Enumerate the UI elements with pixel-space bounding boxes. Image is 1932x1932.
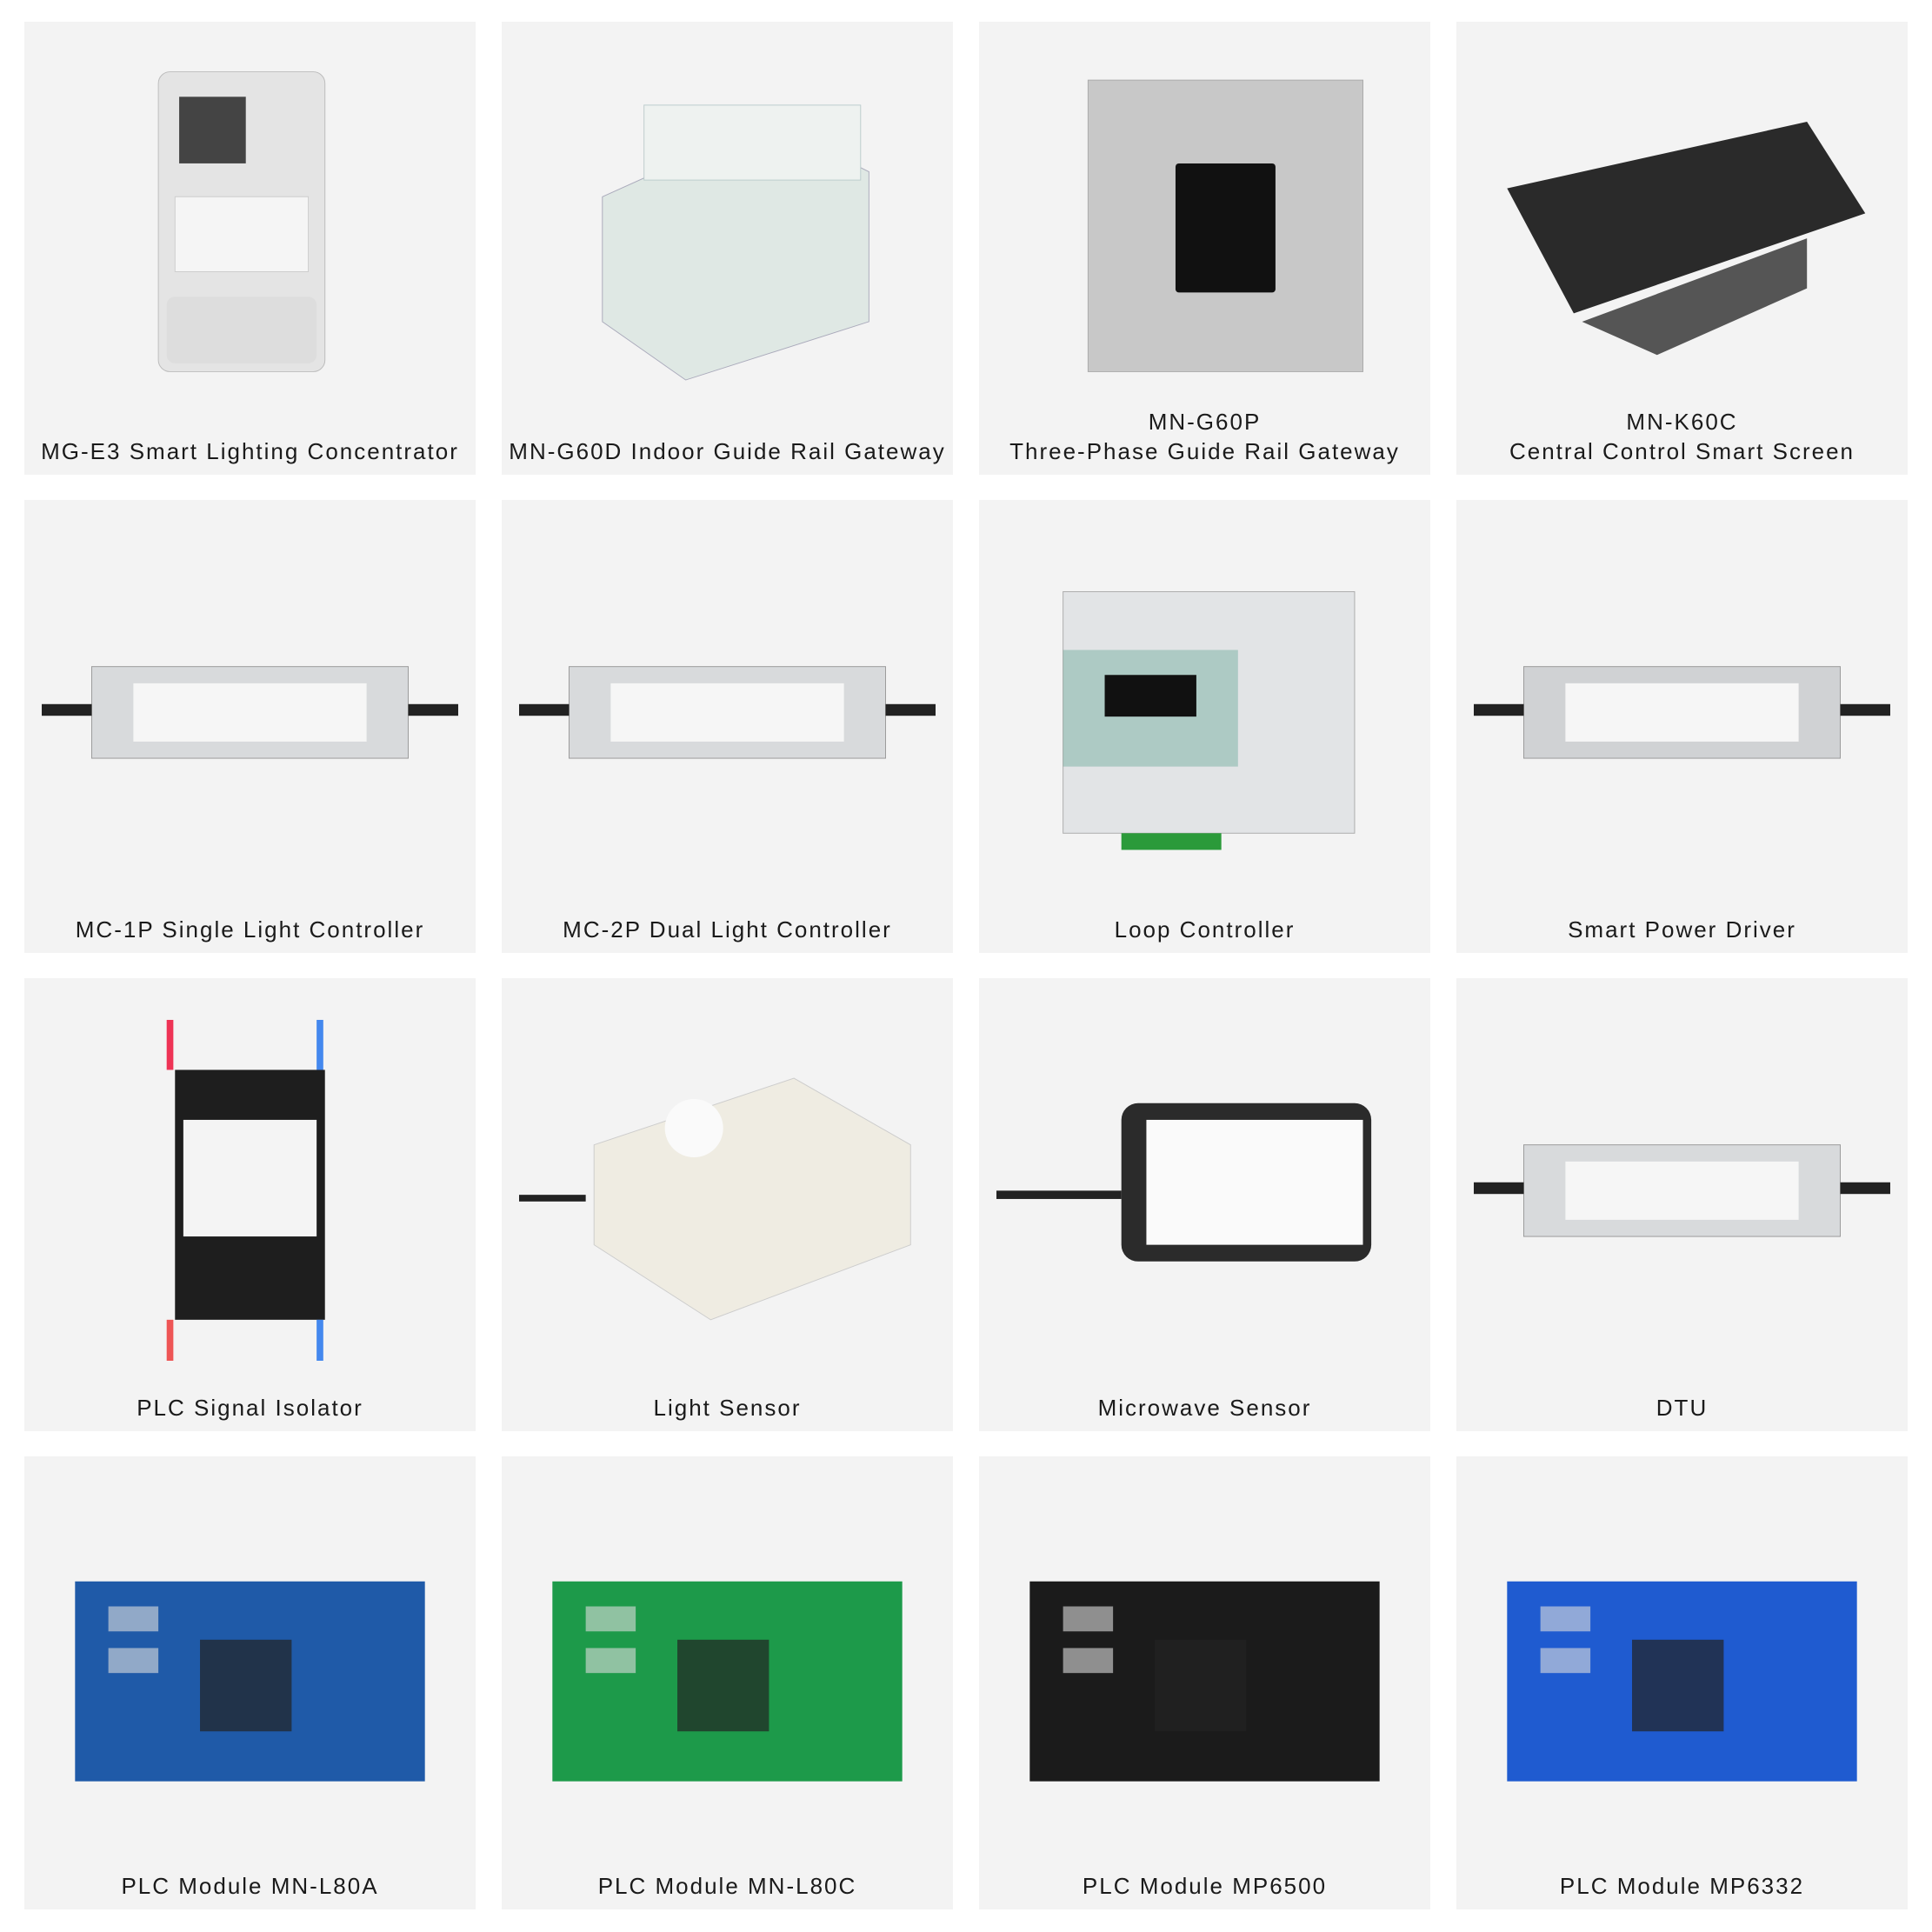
product-card-microwave-sensor[interactable]: Microwave Sensor	[979, 978, 1430, 1431]
product-card-mn-g60d-indoor-guide-rail-gateway[interactable]: MN-G60D Indoor Guide Rail Gateway	[502, 22, 953, 475]
product-image[interactable]	[42, 1474, 458, 1839]
product-label[interactable]: Microwave Sensor	[979, 1362, 1430, 1422]
product-label[interactable]: PLC Module MP6332	[1456, 1840, 1908, 1901]
product-name: PLC Module MP6500	[1082, 1873, 1328, 1899]
product-label[interactable]: Loop Controller	[979, 883, 1430, 944]
product-card-loop-controller[interactable]: Loop Controller	[979, 500, 1430, 953]
product-label[interactable]: PLC Module MN-L80A	[24, 1840, 476, 1901]
din-rail-icon	[602, 104, 869, 381]
pcb-icon	[552, 1581, 903, 1782]
product-name: Light Sensor	[653, 1395, 802, 1421]
pcb-icon	[1029, 1581, 1380, 1782]
product-subtitle: Three-Phase Guide Rail Gateway	[1009, 438, 1400, 464]
panel-icon	[1087, 79, 1363, 372]
product-label[interactable]: MN-K60C Central Control Smart Screen	[1456, 405, 1908, 466]
product-name: PLC Module MN-L80C	[597, 1873, 857, 1899]
product-image[interactable]	[42, 517, 458, 883]
product-name: Microwave Sensor	[1097, 1395, 1312, 1421]
product-card-smart-power-driver[interactable]: Smart Power Driver	[1456, 500, 1908, 953]
product-card-plc-module-mn-l80a[interactable]: PLC Module MN-L80A	[24, 1456, 476, 1909]
product-image[interactable]	[1474, 996, 1890, 1361]
product-card-plc-module-mn-l80c[interactable]: PLC Module MN-L80C	[502, 1456, 953, 1909]
product-card-plc-signal-isolator[interactable]: PLC Signal Isolator	[24, 978, 476, 1431]
product-name: MN-G60P	[1148, 409, 1262, 435]
microwave-icon	[996, 1103, 1372, 1262]
product-label[interactable]: PLC Module MP6500	[979, 1840, 1430, 1901]
product-label[interactable]: DTU	[1456, 1362, 1908, 1422]
product-card-mc-1p-single-light-controller[interactable]: MC-1P Single Light Controller	[24, 500, 476, 953]
sensor-icon	[519, 1077, 911, 1321]
product-name: MG-E3 Smart Lighting Concentrator	[41, 438, 459, 464]
product-image[interactable]	[519, 39, 936, 404]
pcb-icon	[75, 1581, 425, 1782]
product-name: MN-K60C	[1626, 409, 1738, 435]
product-card-dtu[interactable]: DTU	[1456, 978, 1908, 1431]
product-label[interactable]: MN-G60P Three-Phase Guide Rail Gateway	[979, 405, 1430, 466]
product-label[interactable]: MC-2P Dual Light Controller	[502, 883, 953, 944]
product-image[interactable]	[1474, 39, 1890, 404]
driver-icon	[1474, 1144, 1890, 1237]
product-subtitle: Central Control Smart Screen	[1509, 438, 1855, 464]
product-card-plc-module-mp6500[interactable]: PLC Module MP6500	[979, 1456, 1430, 1909]
screen-icon	[1507, 122, 1866, 356]
isolator-icon	[166, 1019, 325, 1361]
product-name: PLC Module MP6332	[1559, 1873, 1805, 1899]
product-label[interactable]: PLC Module MN-L80C	[502, 1840, 953, 1901]
driver-icon	[1474, 666, 1890, 759]
product-name: DTU	[1656, 1395, 1709, 1421]
loop-icon	[1063, 590, 1356, 850]
driver-icon	[519, 666, 936, 759]
product-label[interactable]: PLC Signal Isolator	[24, 1362, 476, 1422]
product-label[interactable]: MG-E3 Smart Lighting Concentrator	[24, 405, 476, 466]
product-name: Loop Controller	[1114, 916, 1296, 943]
product-image[interactable]	[1474, 517, 1890, 883]
pcb-icon	[1507, 1581, 1857, 1782]
product-card-light-sensor[interactable]: Light Sensor	[502, 978, 953, 1431]
product-name: Smart Power Driver	[1568, 916, 1796, 943]
product-label[interactable]: Light Sensor	[502, 1362, 953, 1422]
product-name: MN-G60D Indoor Guide Rail Gateway	[509, 438, 946, 464]
product-card-mn-k60c[interactable]: MN-K60C Central Control Smart Screen	[1456, 22, 1908, 475]
product-name: MC-2P Dual Light Controller	[563, 916, 892, 943]
product-image[interactable]	[996, 517, 1413, 883]
product-image[interactable]	[519, 996, 936, 1361]
product-name: PLC Signal Isolator	[137, 1395, 363, 1421]
product-image[interactable]	[519, 1474, 936, 1839]
product-card-mg-e3-smart-lighting-concentrator[interactable]: MG-E3 Smart Lighting Concentrator	[24, 22, 476, 475]
product-label[interactable]: MN-G60D Indoor Guide Rail Gateway	[502, 405, 953, 466]
product-card-mn-g60p[interactable]: MN-G60P Three-Phase Guide Rail Gateway	[979, 22, 1430, 475]
product-image[interactable]	[519, 517, 936, 883]
product-label[interactable]: MC-1P Single Light Controller	[24, 883, 476, 944]
product-name: PLC Module MN-L80A	[121, 1873, 379, 1899]
product-grid: MG-E3 Smart Lighting Concentrator MN-G60…	[24, 22, 1908, 1909]
product-label[interactable]: Smart Power Driver	[1456, 883, 1908, 944]
product-image[interactable]	[996, 1474, 1413, 1839]
product-card-plc-module-mp6332[interactable]: PLC Module MP6332	[1456, 1456, 1908, 1909]
product-card-mc-2p-dual-light-controller[interactable]: MC-2P Dual Light Controller	[502, 500, 953, 953]
product-image[interactable]	[42, 996, 458, 1361]
meter-icon	[157, 71, 326, 372]
driver-icon	[42, 666, 458, 759]
product-name: MC-1P Single Light Controller	[75, 916, 425, 943]
product-image[interactable]	[1474, 1474, 1890, 1839]
product-image[interactable]	[996, 39, 1413, 404]
product-image[interactable]	[42, 39, 458, 404]
product-image[interactable]	[996, 996, 1413, 1361]
